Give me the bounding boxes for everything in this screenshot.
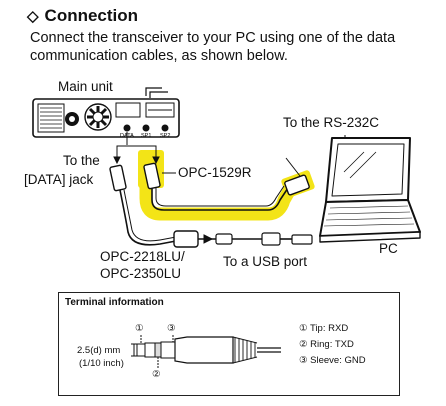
pin-ring: ② Ring: TXD bbox=[299, 339, 354, 350]
data-jack-label-line1: To the bbox=[63, 153, 100, 168]
marker-1: ① bbox=[135, 323, 144, 334]
pin-tip-marker: ① bbox=[299, 323, 308, 334]
diamond-icon: ◇ bbox=[27, 8, 39, 25]
opc2218lu-label: OPC-2218LU/ bbox=[100, 249, 185, 264]
marker-3: ③ bbox=[167, 323, 176, 334]
pc-label: PC bbox=[379, 241, 398, 256]
plug-size-inch-label: (1/10 inch) bbox=[79, 358, 124, 369]
section-heading: ◇ Connection bbox=[27, 6, 138, 26]
main-unit: DATA SP1 SP2 bbox=[32, 98, 180, 139]
marker-2: ② bbox=[152, 369, 161, 380]
pc-laptop bbox=[319, 137, 421, 243]
pin-sleeve-marker: ③ bbox=[299, 355, 308, 366]
pin-ring-marker: ② bbox=[299, 339, 308, 350]
pin-tip: ① Tip: RXD bbox=[299, 323, 348, 334]
opc1529r-cable bbox=[143, 157, 310, 211]
pin-tip-label: Tip: RXD bbox=[310, 323, 349, 334]
main-unit-label: Main unit bbox=[58, 79, 113, 94]
data-jack-label-line2: [DATA] jack bbox=[24, 172, 94, 187]
pin-ring-label: Ring: TXD bbox=[310, 339, 354, 350]
plug-size-label: 2.5(d) mm bbox=[77, 345, 121, 356]
opc1529r-label: OPC-1529R bbox=[178, 165, 252, 180]
intro-paragraph: Connect the transceiver to your PC using… bbox=[30, 30, 396, 64]
unit-back-cable bbox=[145, 87, 162, 96]
opc2350lu-label: OPC-2350LU bbox=[100, 266, 182, 281]
rs232c-label: To the RS-232C bbox=[283, 115, 380, 130]
pin-sleeve-label: Sleeve: GND bbox=[310, 355, 366, 366]
terminal-information-box: Terminal information bbox=[58, 292, 400, 396]
jack-label-sp1: SP1 bbox=[141, 133, 151, 139]
terminal-info-title: Terminal information bbox=[65, 297, 164, 308]
plug-diagram bbox=[131, 335, 281, 369]
jack-label-sp2: SP2 bbox=[160, 133, 170, 139]
pin-sleeve: ③ Sleeve: GND bbox=[299, 355, 366, 366]
heading-text: Connection bbox=[44, 6, 139, 25]
data-jack-leader bbox=[113, 132, 160, 165]
usb-port-label: To a USB port bbox=[223, 254, 308, 269]
opc2218lu-cable bbox=[109, 164, 313, 248]
